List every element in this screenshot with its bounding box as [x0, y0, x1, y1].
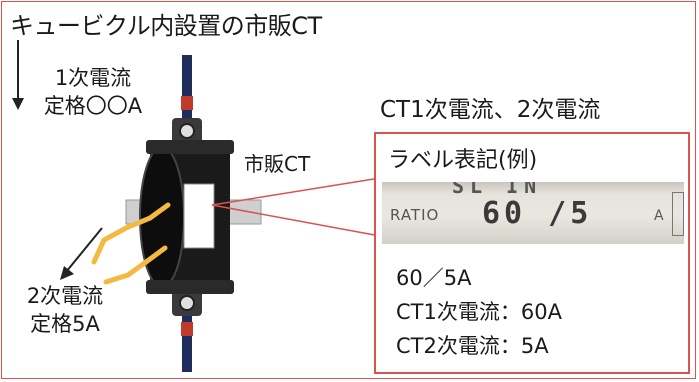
primary-current-line-1: 1次電流: [54, 66, 132, 90]
secondary-wire-1: [91, 202, 171, 265]
secondary-current-value: CT2次電流：5A: [396, 334, 549, 358]
label-example-box: ラベル表記(例) SL IN RATIO 60 /5 A 60／5A CT1次電…: [374, 132, 690, 374]
callout-line-1: [211, 177, 381, 206]
bolt-top-hole: [179, 123, 195, 139]
ratio-unit: A: [654, 208, 664, 224]
terminal-bottom: [181, 322, 193, 336]
ct-name-label: 市販CT: [244, 152, 311, 176]
secondary-wire-2: [103, 245, 168, 285]
secondary-current-line-2: 定格5A: [30, 312, 100, 336]
primary-current-value: CT1次電流：60A: [396, 300, 562, 324]
secondary-current-line-1: 2次電流: [26, 284, 104, 308]
primary-current-label: 1次電流 定格〇〇A: [18, 64, 168, 120]
ct-flange-bottom: [146, 280, 234, 294]
ratio-value: 60 /5: [482, 196, 593, 231]
diagram-title: キュービクル内設置の市販CT: [10, 12, 322, 40]
ratio-photo-top-text: SL IN: [452, 182, 543, 198]
terminal-top: [181, 96, 193, 110]
secondary-current-label: 2次電流 定格5A: [0, 282, 130, 338]
ct-label-plate: [183, 183, 215, 249]
bolt-bottom-hole: [179, 295, 195, 311]
conductor-top: [182, 55, 192, 120]
callout-title: CT1次電流、2次電流: [380, 97, 601, 123]
callout-line-2: [211, 204, 381, 237]
ct-flange-top: [146, 140, 234, 154]
ratio-photo-edge: [672, 192, 684, 236]
secondary-arrow-head: [60, 266, 74, 280]
secondary-arrow: [65, 227, 103, 273]
ratio-word: RATIO: [390, 206, 440, 224]
primary-current-line-2: 定格〇〇A: [43, 94, 143, 118]
title-arrow-head: [12, 98, 24, 110]
ratio-label-photo: SL IN RATIO 60 /5 A: [382, 182, 684, 244]
ratio-text: 60／5A: [396, 266, 472, 290]
label-example-title: ラベル表記(例): [388, 148, 538, 173]
